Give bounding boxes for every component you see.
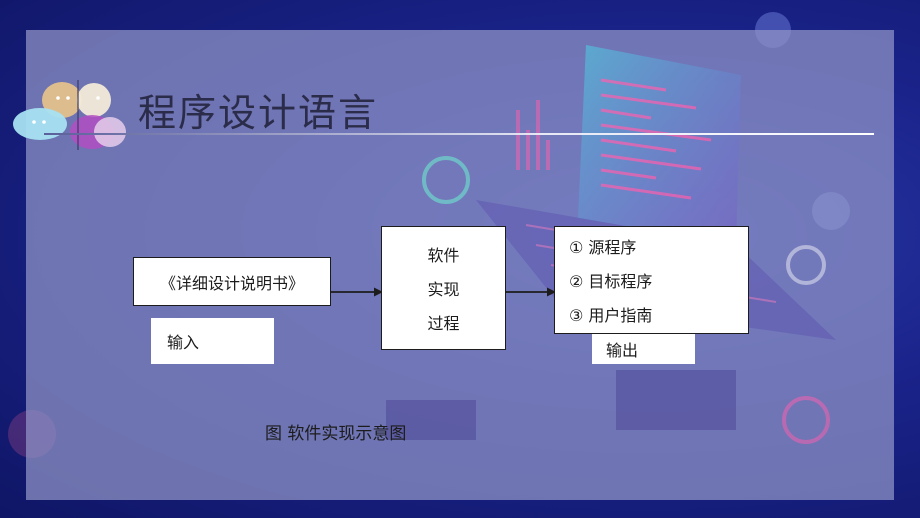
title-divider xyxy=(44,133,874,135)
process-box: 软件 实现 过程 xyxy=(381,226,506,350)
input-label: 输入 xyxy=(167,333,200,352)
output-item-source: ① 源程序 xyxy=(569,238,637,257)
output-item-target: ② 目标程序 xyxy=(569,272,653,291)
output-box: ① 源程序 ② 目标程序 ③ 用户指南 xyxy=(554,226,749,334)
process-line-1: 软件 xyxy=(427,246,460,265)
process-line-3: 过程 xyxy=(427,314,460,333)
output-label-box: 输出 xyxy=(592,334,695,364)
document-label: 《详细设计说明书》 xyxy=(159,273,304,293)
bubbles-logo-icon xyxy=(13,80,126,150)
output-item-guide: ③ 用户指南 xyxy=(569,306,653,325)
document-box: 《详细设计说明书》 xyxy=(133,257,331,306)
page-title: 程序设计语言 xyxy=(138,91,379,135)
arrow-to-output-icon xyxy=(505,287,556,297)
process-line-2: 实现 xyxy=(427,280,460,299)
output-label: 输出 xyxy=(606,341,639,360)
input-label-box: 输入 xyxy=(151,318,274,364)
arrow-to-process-icon xyxy=(330,287,383,297)
figure-caption: 图 软件实现示意图 xyxy=(265,424,407,444)
